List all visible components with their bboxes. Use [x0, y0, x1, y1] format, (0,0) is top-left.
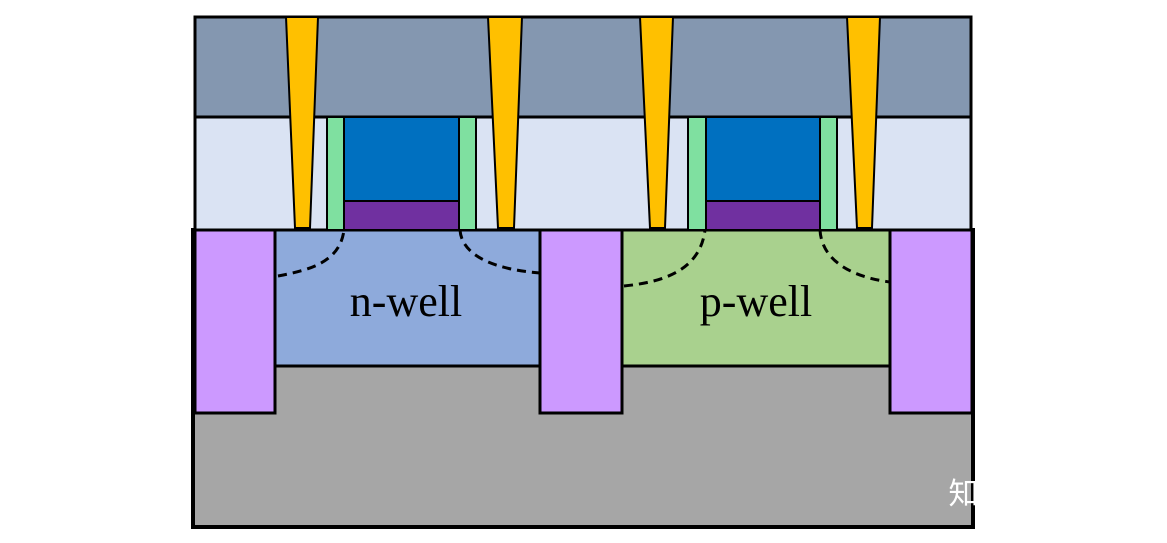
- nmos-drain-junction: [818, 229, 891, 284]
- pmos-spacer-right: [458, 116, 477, 231]
- upper-dielectric-layer: [193, 15, 973, 119]
- n-well-label: n-well: [350, 277, 462, 326]
- watermark-text: 知乎 @小芯叽: [948, 477, 1138, 512]
- pmos-gate-metal: [343, 116, 460, 202]
- sti-middle: [538, 228, 624, 415]
- pmos-drain-junction: [458, 229, 541, 275]
- sti-right: [888, 228, 974, 415]
- pmos-gate-dielectric: [343, 200, 460, 231]
- nmos-gate-metal: [705, 116, 821, 202]
- pmos-spacer-left: [326, 116, 345, 231]
- sti-left: [193, 228, 277, 415]
- n-well-region: [273, 228, 542, 368]
- lower-dielectric-layer: [193, 115, 973, 232]
- contact-plug-2: [486, 16, 524, 229]
- pmos-source-junction: [277, 229, 346, 278]
- contact-plug-3: [638, 16, 675, 229]
- nmos-spacer-left: [687, 116, 707, 231]
- contact-plug-4: [845, 16, 882, 229]
- nmos-spacer-right: [819, 116, 838, 231]
- p-well-label: p-well: [700, 277, 812, 326]
- nmos-source-junction: [623, 229, 707, 288]
- nmos-gate-dielectric: [705, 200, 821, 231]
- contact-plug-1: [284, 16, 320, 229]
